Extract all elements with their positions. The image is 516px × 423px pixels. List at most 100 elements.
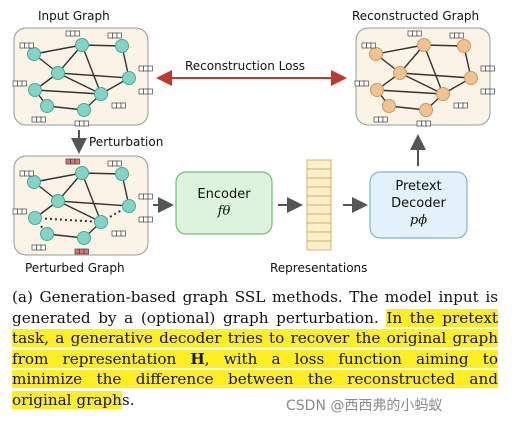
feature-tag xyxy=(65,158,80,165)
encoder-box xyxy=(175,171,273,235)
representation-cell xyxy=(306,204,332,215)
graph-node xyxy=(393,66,407,80)
graph-node xyxy=(94,215,108,229)
graph-edge xyxy=(33,172,83,183)
graph-node xyxy=(419,103,433,117)
caption-part1: (a) Generation-based graph SSL methods. … xyxy=(12,288,498,327)
graph-node xyxy=(51,66,65,80)
feature-tag xyxy=(373,116,388,123)
representations-label: Representations xyxy=(270,261,368,275)
feature-tag xyxy=(74,120,89,127)
feature-tag xyxy=(19,170,34,177)
graph-node xyxy=(75,166,89,180)
feature-tag xyxy=(31,116,46,123)
representation-cell xyxy=(306,240,332,251)
input-graph xyxy=(12,30,153,127)
feature-tag xyxy=(416,120,431,127)
feature-tag xyxy=(138,65,153,72)
graph-node xyxy=(436,87,450,101)
graph-edge xyxy=(81,44,102,95)
watermark: CSDN @西西弗的小蚂蚁 xyxy=(286,398,443,414)
graph-node xyxy=(417,38,431,52)
representations-vector xyxy=(306,159,332,251)
perturbed-graph xyxy=(12,158,153,255)
graph-node xyxy=(94,87,108,101)
representation-cell xyxy=(306,168,332,179)
caption-part3: , with a loss function aiming to minimiz… xyxy=(12,349,498,409)
graph-node xyxy=(122,71,136,85)
decoder-symbol: pϕ xyxy=(409,213,428,228)
feature-tag xyxy=(480,65,495,72)
graph-node xyxy=(115,167,129,181)
feature-tag xyxy=(12,208,27,215)
graph-node xyxy=(382,99,396,113)
graph-node xyxy=(115,39,129,53)
diagram-canvas xyxy=(12,27,495,256)
graph-node xyxy=(77,231,91,245)
graph-node xyxy=(51,194,65,208)
feature-tag xyxy=(453,102,468,109)
input-graph-label: Input Graph xyxy=(38,9,110,23)
reconstructed-graph-label: Reconstructed Graph xyxy=(352,9,480,23)
caption-part4: s. xyxy=(121,390,135,409)
decoder-line1: Pretext xyxy=(395,179,442,194)
decoder-text: Pretext Decoder pϕ xyxy=(370,178,467,229)
graph-node xyxy=(464,71,478,85)
encoder-text: Encoder fθ xyxy=(176,187,272,219)
representation-cell xyxy=(306,159,332,170)
graph-edge xyxy=(399,72,472,79)
feature-tag xyxy=(111,102,126,109)
feature-tag xyxy=(74,248,89,255)
graph-node xyxy=(457,39,471,53)
figure-caption: (a) Generation-based graph SSL methods. … xyxy=(12,287,498,410)
perturbed-graph-label: Perturbed Graph xyxy=(25,261,125,275)
reconstruction-loss-label: Reconstruction Loss xyxy=(185,59,305,73)
feature-tag xyxy=(31,244,46,251)
graph-node xyxy=(369,47,383,61)
decoder-box xyxy=(369,171,468,239)
graph-edge xyxy=(376,89,444,95)
feature-tag xyxy=(107,32,122,39)
representation-cell xyxy=(306,213,332,224)
representation-cell xyxy=(306,231,332,242)
graph-node xyxy=(28,83,42,97)
graph-node xyxy=(370,83,384,97)
graph-edge xyxy=(34,217,102,223)
caption-part2: In the pretext task, a generative decode… xyxy=(12,308,498,368)
graph-node xyxy=(27,47,41,61)
feature-tag xyxy=(107,160,122,167)
graph-node xyxy=(75,38,89,52)
feature-tag xyxy=(19,42,34,49)
feature-tag xyxy=(12,80,27,87)
reconstructed-graph xyxy=(354,30,495,127)
graph-node xyxy=(40,99,54,113)
graph-edge xyxy=(375,44,425,55)
encoder-symbol: fθ xyxy=(217,204,231,219)
graph-edge xyxy=(34,89,102,95)
feature-tag xyxy=(354,80,369,87)
feature-tag xyxy=(449,32,464,39)
feature-tag xyxy=(138,88,153,95)
graph-node xyxy=(122,199,136,213)
representation-cell xyxy=(306,195,332,206)
graph-edge xyxy=(33,44,83,55)
perturbation-label: Perturbation xyxy=(89,135,164,149)
encoder-title: Encoder xyxy=(197,187,251,202)
graph-edge xyxy=(399,72,444,95)
graph-node xyxy=(40,227,54,241)
caption-bold-H: H xyxy=(190,349,205,368)
graph-edge xyxy=(57,200,102,223)
graph-node xyxy=(28,211,42,225)
feature-tag xyxy=(407,30,422,37)
feature-tag xyxy=(138,216,153,223)
graph-edge xyxy=(57,72,130,79)
decoder-line2: Decoder xyxy=(391,196,446,211)
graph-edge xyxy=(57,72,102,95)
feature-tag xyxy=(361,42,376,49)
feature-tag xyxy=(111,230,126,237)
feature-tag xyxy=(480,88,495,95)
graph-edge xyxy=(81,172,102,223)
feature-tag xyxy=(138,193,153,200)
graph-node xyxy=(77,103,91,117)
representation-cell xyxy=(306,177,332,188)
